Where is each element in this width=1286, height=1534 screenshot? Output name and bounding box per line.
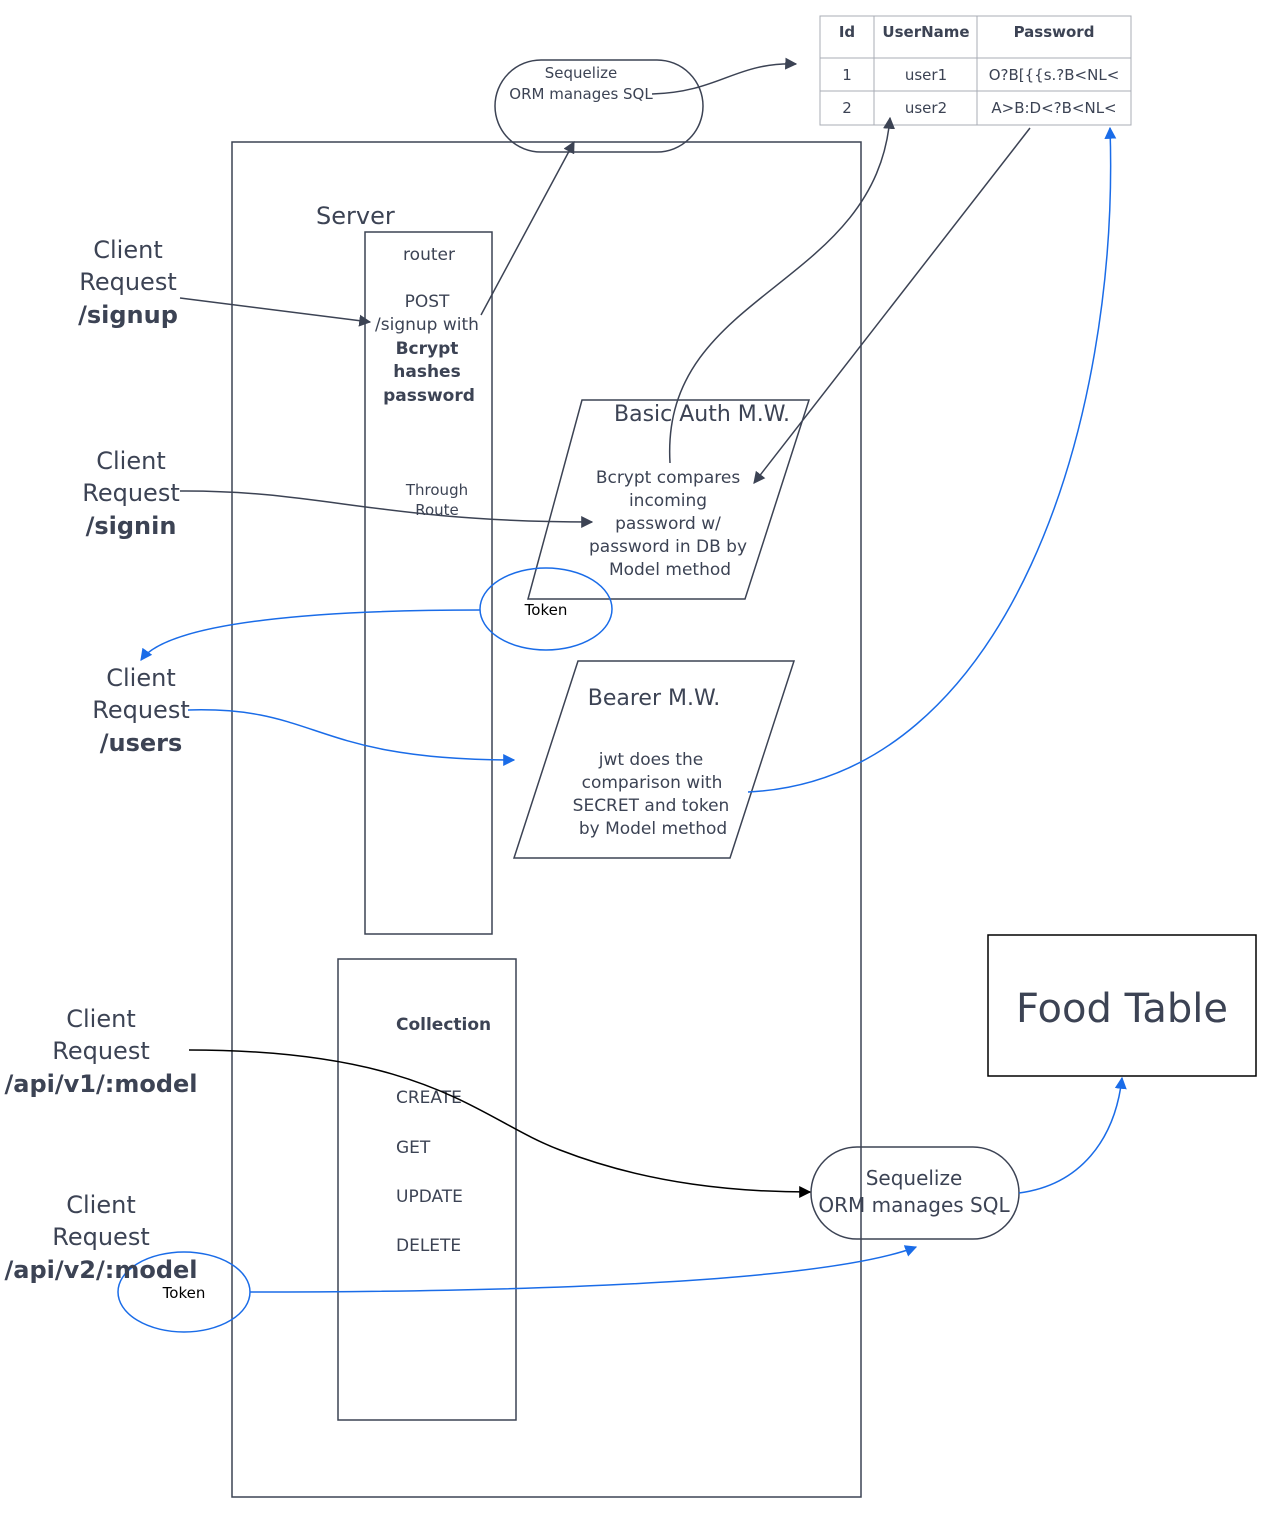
table-header: Password <box>1014 23 1095 41</box>
client-route: /api/v1/:model <box>4 1070 197 1098</box>
client-line: Request <box>52 1037 150 1065</box>
client-line: Client <box>66 1191 135 1219</box>
client-signup: Client Request /signup <box>78 236 178 329</box>
token-label: Token <box>162 1284 206 1302</box>
token-label: Token <box>524 601 568 619</box>
bearer-line: jwt does the <box>598 750 704 770</box>
food-table-label: Food Table <box>1016 986 1228 1032</box>
sequelize-top-line: ORM manages SQL <box>509 85 653 103</box>
collection-item: DELETE <box>396 1236 461 1256</box>
router-box <box>364 231 493 935</box>
collection-item: CREATE <box>396 1088 462 1108</box>
router-bold-line: Bcrypt <box>396 339 459 359</box>
arrow-users-to-bearer <box>187 709 516 766</box>
client-line: Request <box>92 696 190 724</box>
client-line: Client <box>106 664 175 692</box>
client-signin: Client Request /signin <box>82 447 180 540</box>
collection-item: UPDATE <box>396 1187 463 1207</box>
bearer-shape <box>512 660 796 859</box>
sequelize-bottom-line: Sequelize <box>866 1166 963 1190</box>
client-line: Client <box>96 447 165 475</box>
table-cell: user1 <box>905 66 947 84</box>
server-label: Server <box>316 202 395 230</box>
collection-title: Collection <box>396 1015 491 1035</box>
users-table: Id UserName Password 1 user1 O?B[{{s.?B<… <box>819 15 1132 126</box>
client-line: Client <box>93 236 162 264</box>
basic-auth-shape <box>527 399 811 600</box>
basic-auth-line: password in DB by <box>589 537 747 557</box>
arrow-sequelize-to-food-table <box>1018 1076 1127 1194</box>
router-bold-line: hashes <box>393 362 460 382</box>
client-route: /users <box>100 729 183 757</box>
arrow-api-v1-to-sequelize <box>188 1049 812 1198</box>
router-line: /signup with <box>375 315 479 335</box>
arrow-token-to-sequelize <box>249 1245 918 1293</box>
client-line: Request <box>52 1223 150 1251</box>
basic-auth-line: Bcrypt compares <box>596 468 741 488</box>
client-api-v2: Client Request /api/v2/:model <box>4 1191 197 1284</box>
basic-auth-line: Model method <box>609 560 731 580</box>
client-line: Request <box>82 479 180 507</box>
arrow-token-to-client <box>140 609 481 661</box>
client-route: /signup <box>78 301 178 329</box>
arrow-bearer-to-table <box>747 126 1117 793</box>
collection-item: GET <box>396 1138 431 1158</box>
client-line: Client <box>66 1005 135 1033</box>
arrow-password-to-basic-auth <box>753 127 1031 484</box>
bearer-line: by Model method <box>579 819 727 839</box>
through-route-label: Through <box>405 481 468 499</box>
bearer-line: SECRET and token <box>573 796 730 816</box>
table-cell: 2 <box>842 99 852 117</box>
client-api-v1: Client Request /api/v1/:model <box>4 1005 197 1098</box>
sequelize-bottom-line: ORM manages SQL <box>818 1193 1010 1217</box>
table-cell: user2 <box>905 99 947 117</box>
arrow-signin-to-basic-auth <box>179 490 594 528</box>
server-box <box>231 141 862 1498</box>
router-bold-line: password <box>383 386 475 406</box>
client-route: /api/v2/:model <box>4 1256 197 1284</box>
arrow-basic-auth-to-username <box>669 116 896 464</box>
table-header: UserName <box>882 23 969 41</box>
sequelize-top-line: Sequelize <box>545 64 617 82</box>
router-line: POST <box>405 292 450 312</box>
basic-auth-line: incoming <box>629 491 707 511</box>
table-cell: O?B[{{s.?B<NL< <box>989 66 1120 84</box>
token-ellipse <box>479 567 613 651</box>
router-title: router <box>403 245 455 265</box>
table-header: Id <box>839 23 855 41</box>
table-cell: A>B:D<?B<NL< <box>991 99 1116 117</box>
arrow-signup-to-router <box>179 297 372 327</box>
food-table-box <box>987 934 1257 1077</box>
table-cell: 1 <box>842 66 852 84</box>
collection-box <box>337 958 517 1421</box>
client-route: /signin <box>86 512 177 540</box>
bearer-line: comparison with <box>582 773 723 793</box>
sequelize-top-shape <box>494 59 704 153</box>
basic-auth-title: Basic Auth M.W. <box>614 402 790 427</box>
client-users: Client Request /users <box>92 664 190 757</box>
arrow-router-to-sequelize <box>480 140 575 316</box>
basic-auth-line: password w/ <box>615 514 721 534</box>
bearer-title: Bearer M.W. <box>588 686 720 711</box>
arrow-sequelize-to-table <box>651 57 798 95</box>
client-line: Request <box>79 268 177 296</box>
